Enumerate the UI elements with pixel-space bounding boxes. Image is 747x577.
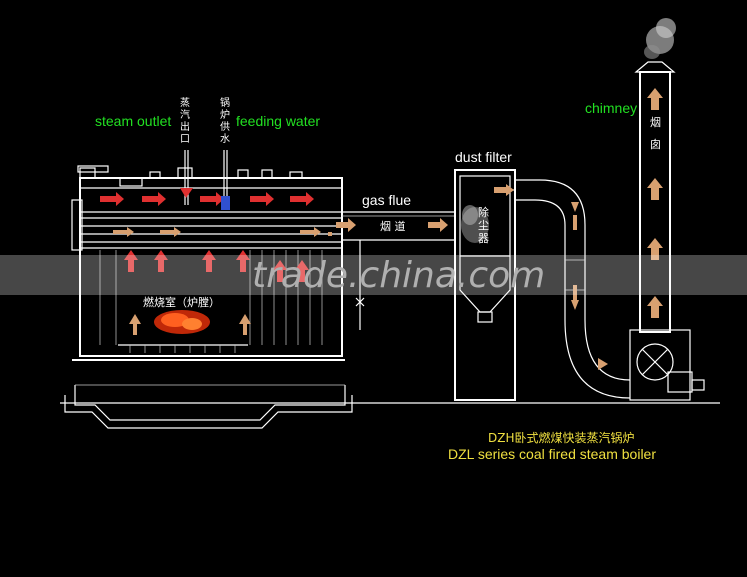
svg-text:尘: 尘: [478, 219, 489, 232]
steam-outlet-label: steam outlet: [95, 113, 171, 129]
svg-text:除: 除: [478, 205, 489, 219]
svg-text:囱: 囱: [650, 138, 661, 151]
dust-filter-label: dust filter: [455, 149, 512, 165]
svg-text:供: 供: [220, 120, 230, 133]
flue-gas-arrows: [100, 192, 332, 335]
watermark: trade.china.com: [0, 255, 747, 296]
caption-chinese: DZH卧式燃煤快装蒸汽锅炉: [488, 430, 635, 445]
svg-text:水: 水: [220, 133, 230, 145]
watermark-text: trade.china.com: [252, 255, 545, 296]
gas-flue-cn-label: 烟 道: [380, 219, 406, 233]
dust-filter-cn-label: 除 尘 器: [478, 205, 489, 245]
svg-text:出: 出: [180, 120, 190, 133]
caption-english: DZL series coal fired steam boiler: [448, 446, 656, 462]
draft-fan: [629, 329, 705, 401]
gas-flue: [336, 211, 456, 330]
svg-text:锅: 锅: [220, 97, 230, 109]
steam-outlet-pipe: [180, 150, 193, 205]
svg-text:炉: 炉: [220, 109, 230, 121]
exhaust-duct: [515, 179, 631, 399]
chimney-label: chimney: [585, 100, 637, 116]
steam-outlet-cn-label: 蒸 汽 出 口: [180, 97, 190, 145]
boiler-foundation: [64, 359, 353, 429]
fire: [154, 310, 210, 334]
svg-text:烟: 烟: [650, 115, 661, 129]
feed-water-pipe: [221, 150, 230, 210]
svg-text:汽: 汽: [180, 108, 190, 121]
combustion-chamber-label: 燃烧室（炉膛）: [143, 295, 220, 309]
svg-text:蒸: 蒸: [180, 97, 190, 109]
dust-filter: [454, 169, 516, 401]
feeding-water-label: feeding water: [236, 113, 320, 129]
svg-text:器: 器: [478, 232, 489, 245]
svg-text:口: 口: [180, 134, 190, 145]
feeding-water-cn-label: 锅 炉 供 水: [220, 97, 230, 145]
chimney: [634, 18, 676, 333]
chimney-cn-label: 烟 囱: [650, 115, 661, 151]
gas-flue-label: gas flue: [362, 192, 411, 208]
boiler-body: [71, 165, 343, 357]
